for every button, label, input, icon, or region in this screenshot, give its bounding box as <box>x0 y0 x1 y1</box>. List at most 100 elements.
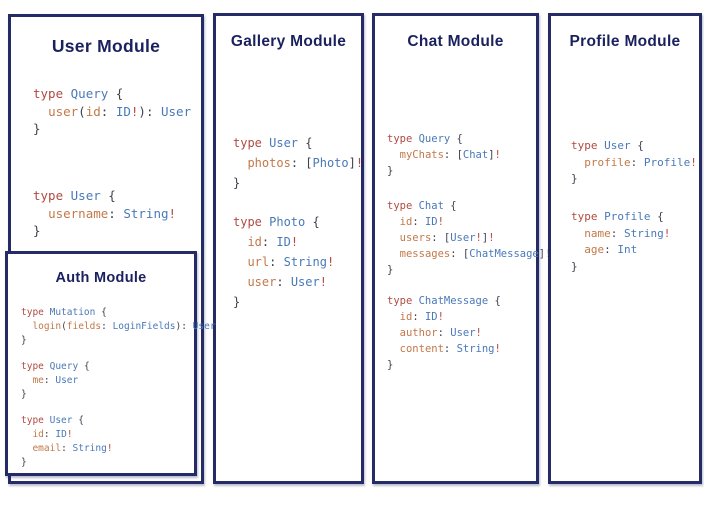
code-token <box>387 327 400 339</box>
code-token <box>33 206 48 221</box>
code-token: : <box>610 226 624 240</box>
code-token: ! <box>494 149 501 161</box>
code-token: String <box>624 226 664 240</box>
code-line: } <box>33 222 176 240</box>
code-token: user <box>247 275 277 289</box>
chat-module-title: Chat Module <box>407 33 504 50</box>
code-token: : [ <box>431 232 451 244</box>
code-token: ID <box>115 103 131 119</box>
code-token: { <box>657 210 664 223</box>
code-token: : <box>43 429 56 440</box>
code-token: } <box>233 295 241 309</box>
code-token: type <box>33 86 71 101</box>
code-token: ] <box>488 149 495 161</box>
code-token: User <box>55 375 79 386</box>
code-token: ! <box>106 443 113 454</box>
code-token: { <box>108 188 116 203</box>
code-token: type <box>21 361 50 372</box>
code-token: User <box>604 139 638 152</box>
code-token <box>571 243 584 256</box>
code-line: } <box>571 171 697 188</box>
code-token <box>387 232 400 244</box>
code-token: } <box>21 335 27 346</box>
code-token: : <box>101 321 113 332</box>
code-line: type Query { <box>33 85 191 103</box>
code-token <box>21 429 32 440</box>
profile-module-box: Profile Module type User { profile: Prof… <box>548 13 702 484</box>
code-line: } <box>21 388 90 402</box>
code-token: type <box>21 307 50 318</box>
code-token: } <box>33 223 41 238</box>
code-token: ! <box>290 235 299 249</box>
code-token: Query <box>70 86 116 101</box>
code-token: { <box>312 215 320 229</box>
code-token: type <box>233 136 270 150</box>
code-line: username: String! <box>33 205 176 223</box>
code-token: content <box>399 343 444 355</box>
code-token: fields <box>66 321 102 332</box>
code-token: Query <box>49 361 84 372</box>
code-token: User <box>290 275 320 289</box>
code-token: id <box>247 235 262 249</box>
code-line: type User { <box>21 414 113 428</box>
code-token: } <box>33 121 41 136</box>
code-token: type <box>33 188 71 203</box>
code-line: type Mutation { <box>21 306 216 320</box>
code-line: id: ID! <box>233 232 334 252</box>
code-token: { <box>83 361 90 372</box>
code-token: ID <box>55 429 67 440</box>
code-line: type Chat { <box>387 198 551 214</box>
code-token: email <box>32 443 62 454</box>
code-token: ! <box>663 226 671 240</box>
code-line: users: [User!]! <box>387 230 551 246</box>
code-token: ! <box>168 205 177 221</box>
code-token: : <box>630 155 644 169</box>
code-token <box>233 255 247 269</box>
code-token: { <box>450 200 457 212</box>
code-token: ! <box>488 232 495 244</box>
code-line: id: ID! <box>387 214 551 230</box>
code-line: profile: Profile! <box>571 155 697 172</box>
code-token: ] <box>348 156 356 170</box>
profile-code-profile: type Profile { name: String! age: Int} <box>571 209 670 275</box>
code-token: ): <box>138 103 161 119</box>
code-token: url <box>247 255 270 269</box>
code-token: } <box>387 359 394 371</box>
code-line: type Photo { <box>233 212 334 232</box>
code-line: me: User <box>21 374 90 388</box>
code-token: } <box>21 457 27 468</box>
code-token: ! <box>326 255 335 269</box>
code-token: User <box>192 321 216 332</box>
code-token: { <box>78 415 84 426</box>
auth-code-user: type User { id: ID! email: String!} <box>21 414 113 470</box>
code-token: } <box>21 389 27 400</box>
code-token: User <box>49 415 79 426</box>
code-token: ! <box>475 327 482 339</box>
code-token: myChats <box>399 149 444 161</box>
code-line: id: ID! <box>387 309 501 325</box>
code-token: User <box>70 188 109 203</box>
code-token <box>233 156 247 170</box>
auth-module-title: Auth Module <box>55 270 147 286</box>
code-token: ( <box>61 321 67 332</box>
code-token: ! <box>355 156 364 170</box>
code-token: : [ <box>443 149 463 161</box>
code-token: name <box>584 226 611 240</box>
code-line: photos: [Photo]! <box>233 153 363 173</box>
code-line: type Profile { <box>571 209 670 226</box>
code-token: me <box>32 375 44 386</box>
code-token <box>571 156 584 169</box>
code-line: } <box>387 262 551 278</box>
code-line: } <box>233 173 363 193</box>
code-token: photos <box>247 156 291 170</box>
code-line: email: String! <box>21 442 113 456</box>
code-line: url: String! <box>233 252 334 272</box>
code-token <box>387 149 400 161</box>
code-token: ] <box>481 232 489 244</box>
code-token: } <box>387 165 394 177</box>
code-token: String <box>283 255 327 269</box>
code-token: type <box>387 295 419 307</box>
code-line: } <box>387 357 501 373</box>
code-token: ! <box>437 311 444 323</box>
